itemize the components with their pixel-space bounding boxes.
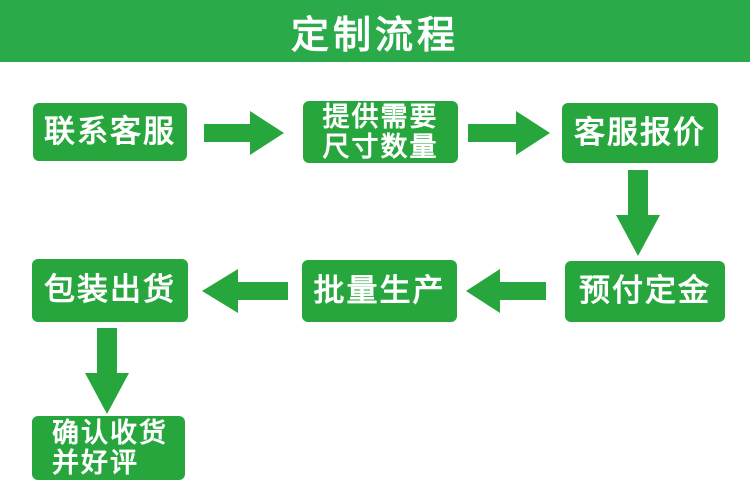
- arrow-left-icon: [202, 269, 288, 313]
- step-label: 提供需要 尺寸数量: [322, 101, 439, 162]
- step-label: 联系客服: [44, 113, 176, 149]
- step-label: 批量生产: [313, 272, 446, 308]
- step-prepay-deposit: 预付定金: [565, 261, 725, 322]
- step-package-shipment: 包装出货: [32, 259, 188, 322]
- step-batch-production: 批量生产: [302, 260, 457, 322]
- step-label: 包装出货: [44, 272, 176, 308]
- step-label: 客服报价: [574, 114, 706, 150]
- page-title: 定制流程: [290, 14, 459, 57]
- arrow-right-icon: [204, 111, 284, 155]
- step-label: 确认收货 并好评: [52, 417, 168, 478]
- arrow-left-icon: [466, 269, 546, 313]
- step-provide-size-quantity: 提供需要 尺寸数量: [303, 101, 458, 163]
- arrow-down-icon: [85, 328, 129, 414]
- step-customer-service-quote: 客服报价: [562, 103, 718, 163]
- step-label: 预付定金: [579, 273, 711, 309]
- title-bar: 定制流程: [0, 0, 750, 62]
- arrow-right-icon: [468, 111, 550, 155]
- step-contact-customer-service: 联系客服: [33, 103, 187, 161]
- arrow-down-icon: [616, 170, 660, 256]
- step-confirm-receipt-and-review: 确认收货 并好评: [32, 416, 185, 480]
